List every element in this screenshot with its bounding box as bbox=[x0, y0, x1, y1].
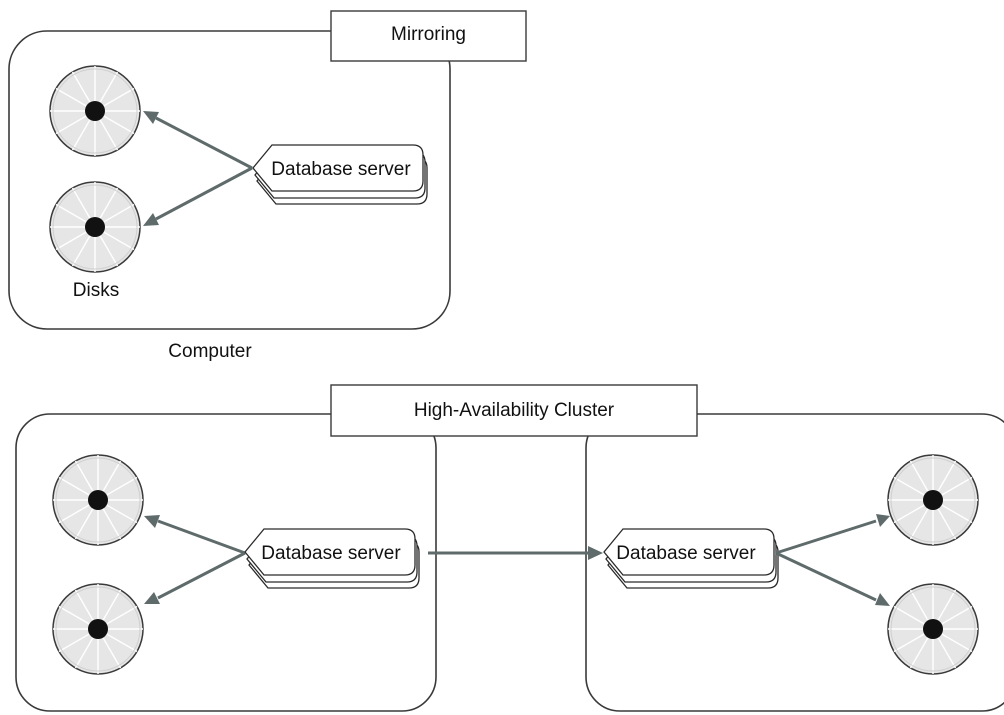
database-server-label: Database server bbox=[616, 543, 756, 564]
disk-icon bbox=[52, 583, 144, 675]
cluster-title: High-Availability Cluster bbox=[414, 400, 615, 421]
disk-icon bbox=[49, 65, 141, 157]
database-server-icon: Database server bbox=[244, 528, 420, 589]
replication-arrow bbox=[428, 546, 603, 560]
database-server-icon: Database server bbox=[252, 144, 428, 205]
mirroring-title-box: Mirroring bbox=[330, 10, 527, 62]
mirroring-arrows bbox=[143, 111, 253, 226]
database-server-label: Database server bbox=[261, 543, 401, 564]
disk-icon bbox=[49, 181, 141, 273]
mirroring-title: Mirroring bbox=[391, 24, 466, 45]
disk-icon bbox=[887, 583, 979, 675]
computer-label: Computer bbox=[168, 341, 252, 362]
disks-label: Disks bbox=[73, 280, 119, 301]
database-server-label: Database server bbox=[271, 159, 411, 180]
disk-icon bbox=[52, 454, 144, 546]
database-server-icon: Database server bbox=[603, 528, 779, 589]
disk-icon bbox=[887, 454, 979, 546]
left-cluster-arrows bbox=[144, 515, 246, 604]
right-cluster-arrows bbox=[775, 514, 890, 606]
cluster-title-box: High-Availability Cluster bbox=[330, 384, 698, 437]
